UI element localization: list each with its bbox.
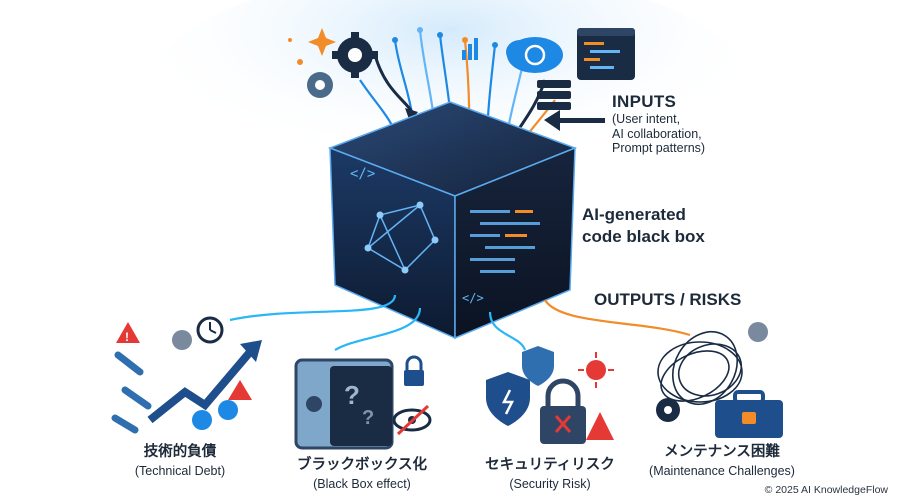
dollar-coin-icon — [218, 400, 238, 420]
inputs-title: INPUTS — [612, 92, 677, 111]
gear-icon — [748, 322, 768, 342]
output-label-en: (Technical Debt) — [134, 464, 226, 478]
svg-text:</>: </> — [462, 291, 484, 305]
output-label-en: (Maintenance Challenges) — [649, 464, 795, 478]
output-label-jp: セキュリティリスク — [485, 457, 615, 473]
security-icons — [486, 346, 614, 444]
output-maintenance: メンテナンス困難 (Maintenance Challenges) — [622, 440, 822, 478]
output-technical-debt: 技術的負債 (Technical Debt) — [80, 440, 280, 478]
bar-chart-icon — [462, 38, 478, 60]
broken-chain-icon — [111, 351, 152, 434]
cloud-sync-icon — [506, 37, 563, 73]
lock-icon — [404, 370, 424, 386]
black-box-icons: ? ? — [294, 355, 432, 450]
output-label-jp: ブラックボックス化 — [296, 457, 428, 473]
warning-icon — [116, 322, 140, 343]
output-label-en: (Black Box effect) — [313, 477, 411, 491]
output-security-risk: セキュリティリスク (Security Risk) — [450, 453, 650, 491]
shield-icon — [522, 346, 554, 386]
copyright-text: © 2025 AI KnowledgeFlow — [764, 484, 888, 496]
code-window-icon — [577, 28, 635, 80]
output-connectors — [229, 294, 691, 351]
padlock-icon — [742, 412, 756, 424]
output-label-jp: 技術的負債 — [143, 444, 217, 460]
output-label-jp: メンテナンス困難 — [664, 444, 780, 460]
virus-icon — [586, 360, 606, 380]
inputs-arrow — [544, 110, 605, 131]
gear-icon — [172, 330, 192, 350]
database-icon — [537, 80, 571, 110]
technical-debt-icons: ! — [111, 316, 262, 434]
rising-arrow-icon — [147, 349, 254, 424]
output-label-en: (Security Risk) — [509, 477, 591, 491]
outputs-title: OUTPUTS / RISKS — [594, 290, 742, 309]
dollar-coin-icon — [192, 410, 212, 430]
gear-icon — [332, 32, 378, 78]
black-box-label: AI-generated code black box — [582, 205, 705, 246]
inputs-subtitle: (User intent, AI collaboration, Prompt p… — [612, 112, 706, 155]
sparkle-icon — [288, 28, 336, 65]
svg-text:</>: </> — [350, 166, 375, 182]
output-black-box: ブラックボックス化 (Black Box effect) — [262, 453, 462, 491]
tangle-icon — [657, 331, 743, 405]
gear-icon — [307, 72, 333, 98]
svg-text:?: ? — [362, 407, 374, 429]
shield-icon — [486, 372, 530, 426]
warning-icon — [228, 380, 252, 400]
svg-text:!: ! — [125, 330, 129, 344]
maintenance-icons — [656, 322, 783, 438]
black-box-cube: </> </> — [327, 101, 578, 340]
warning-icon — [586, 412, 614, 440]
question-mark-icon: ? — [344, 380, 360, 410]
